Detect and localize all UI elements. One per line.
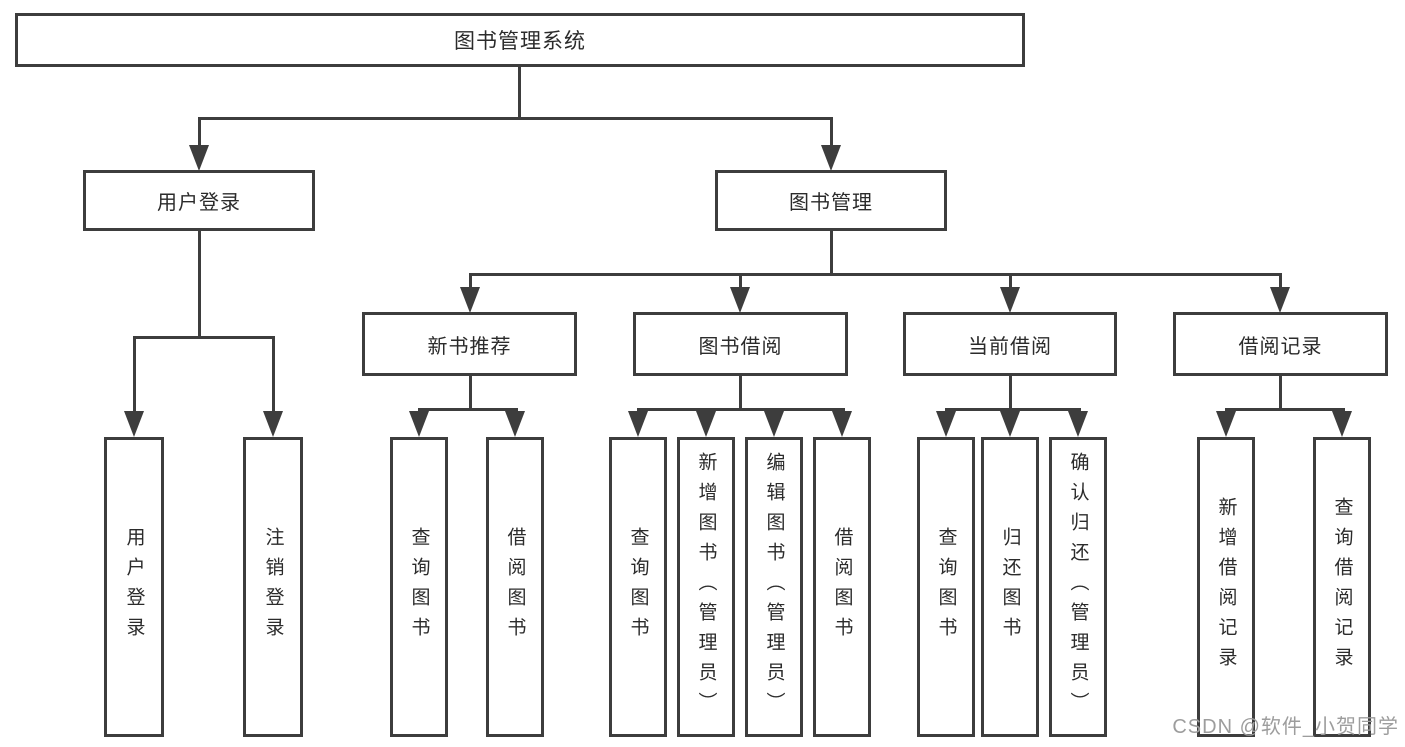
- arrowhead-leaf: [1216, 411, 1236, 437]
- edge-new-book-branch: [418, 408, 518, 411]
- leaf-borrow-add: 新增图书（管理员）: [677, 437, 735, 737]
- arrowhead-leaf: [505, 411, 525, 437]
- leaf-label: 查询图书: [408, 527, 430, 647]
- arrowhead-to-leaf-login: [124, 411, 144, 437]
- leaf-current-return: 归还图书: [981, 437, 1039, 737]
- edge-book-borrow-branch: [637, 408, 845, 411]
- edge-book-borrow-trunk: [739, 376, 742, 410]
- arrowhead-leaf: [1000, 411, 1020, 437]
- leaf-label: 新增图书（管理员）: [695, 452, 717, 722]
- arrowhead-leaf: [764, 411, 784, 437]
- node-new-book-label: 新书推荐: [427, 335, 512, 358]
- leaf-logout: 注销登录: [243, 437, 303, 737]
- leaf-label: 查询图书: [935, 527, 957, 647]
- arrowhead-to-current-borrow: [1000, 287, 1020, 313]
- leaf-user-login: 用户登录: [104, 437, 164, 737]
- arrowhead-leaf: [832, 411, 852, 437]
- arrowhead-to-leaf-logout: [263, 411, 283, 437]
- node-current-borrow-label: 当前借阅: [968, 335, 1052, 358]
- edge-to-leaf-login: [133, 336, 136, 414]
- leaf-newbook-query: 查询图书: [390, 437, 448, 737]
- arrowhead-leaf: [696, 411, 716, 437]
- arrowhead-leaf: [409, 411, 429, 437]
- leaf-borrow-query: 查询图书: [609, 437, 667, 737]
- edge-user-login-trunk: [198, 231, 201, 338]
- arrowhead-to-borrow-record: [1270, 287, 1290, 313]
- edge-borrow-record-branch: [1225, 408, 1345, 411]
- leaf-label: 借阅图书: [831, 527, 853, 647]
- leaf-label: 编辑图书（管理员）: [763, 452, 785, 722]
- csdn-watermark: CSDN @软件_小贺同学: [1172, 716, 1399, 738]
- node-book-borrow-label: 图书借阅: [698, 335, 783, 358]
- edge-to-leaf-logout: [272, 336, 275, 414]
- leaf-borrow-borrow: 借阅图书: [813, 437, 871, 737]
- node-borrow-record-label: 借阅记录: [1238, 335, 1323, 358]
- leaf-label: 注销登录: [262, 527, 284, 647]
- node-current-borrow: 当前借阅: [903, 312, 1117, 376]
- arrowhead-leaf: [936, 411, 956, 437]
- node-book-borrow: 图书借阅: [633, 312, 848, 376]
- leaf-newbook-borrow: 借阅图书: [486, 437, 544, 737]
- arrowhead-to-book-mgmt: [821, 145, 841, 171]
- edge-borrow-record-trunk: [1279, 376, 1282, 410]
- node-user-login-label: 用户登录: [157, 192, 241, 214]
- node-book-mgmt: 图书管理: [715, 170, 947, 231]
- arrowhead-to-book-borrow: [730, 287, 750, 313]
- arrowhead-leaf: [1332, 411, 1352, 437]
- edge-new-book-trunk: [469, 376, 472, 410]
- edge-to-book-mgmt: [830, 117, 833, 147]
- leaf-label: 查询借阅记录: [1331, 497, 1353, 677]
- node-borrow-record: 借阅记录: [1173, 312, 1388, 376]
- edge-to-current-borrow: [1009, 273, 1012, 290]
- leaf-label: 归还图书: [999, 527, 1021, 647]
- edge-to-new-book: [469, 273, 472, 290]
- edge-current-borrow-branch: [945, 408, 1081, 411]
- arrowhead-to-user-login: [189, 145, 209, 171]
- leaf-record-query: 查询借阅记录: [1313, 437, 1371, 737]
- edge-level3-branch: [469, 273, 1282, 276]
- edge-level2-branch: [198, 117, 833, 120]
- edge-user-login-branch: [133, 336, 275, 339]
- edge-to-user-login: [198, 117, 201, 147]
- node-new-book: 新书推荐: [362, 312, 577, 376]
- edge-to-book-borrow: [739, 273, 742, 290]
- edge-book-mgmt-trunk: [830, 231, 833, 276]
- leaf-label: 用户登录: [123, 527, 145, 647]
- leaf-current-query: 查询图书: [917, 437, 975, 737]
- arrowhead-to-new-book: [460, 287, 480, 313]
- node-root: 图书管理系统: [15, 13, 1025, 67]
- edge-root-trunk: [518, 67, 521, 117]
- leaf-label: 确认归还（管理员）: [1067, 452, 1089, 722]
- leaf-borrow-edit: 编辑图书（管理员）: [745, 437, 803, 737]
- leaf-record-add: 新增借阅记录: [1197, 437, 1255, 737]
- node-user-login: 用户登录: [83, 170, 315, 231]
- arrowhead-leaf: [628, 411, 648, 437]
- leaf-label: 新增借阅记录: [1215, 497, 1237, 677]
- edge-current-borrow-trunk: [1009, 376, 1012, 410]
- leaf-current-confirm: 确认归还（管理员）: [1049, 437, 1107, 737]
- node-book-mgmt-label: 图书管理: [789, 192, 873, 214]
- node-root-label: 图书管理系统: [454, 30, 586, 53]
- leaf-label: 查询图书: [627, 527, 649, 647]
- arrowhead-leaf: [1068, 411, 1088, 437]
- leaf-label: 借阅图书: [504, 527, 526, 647]
- edge-to-borrow-record: [1279, 273, 1282, 290]
